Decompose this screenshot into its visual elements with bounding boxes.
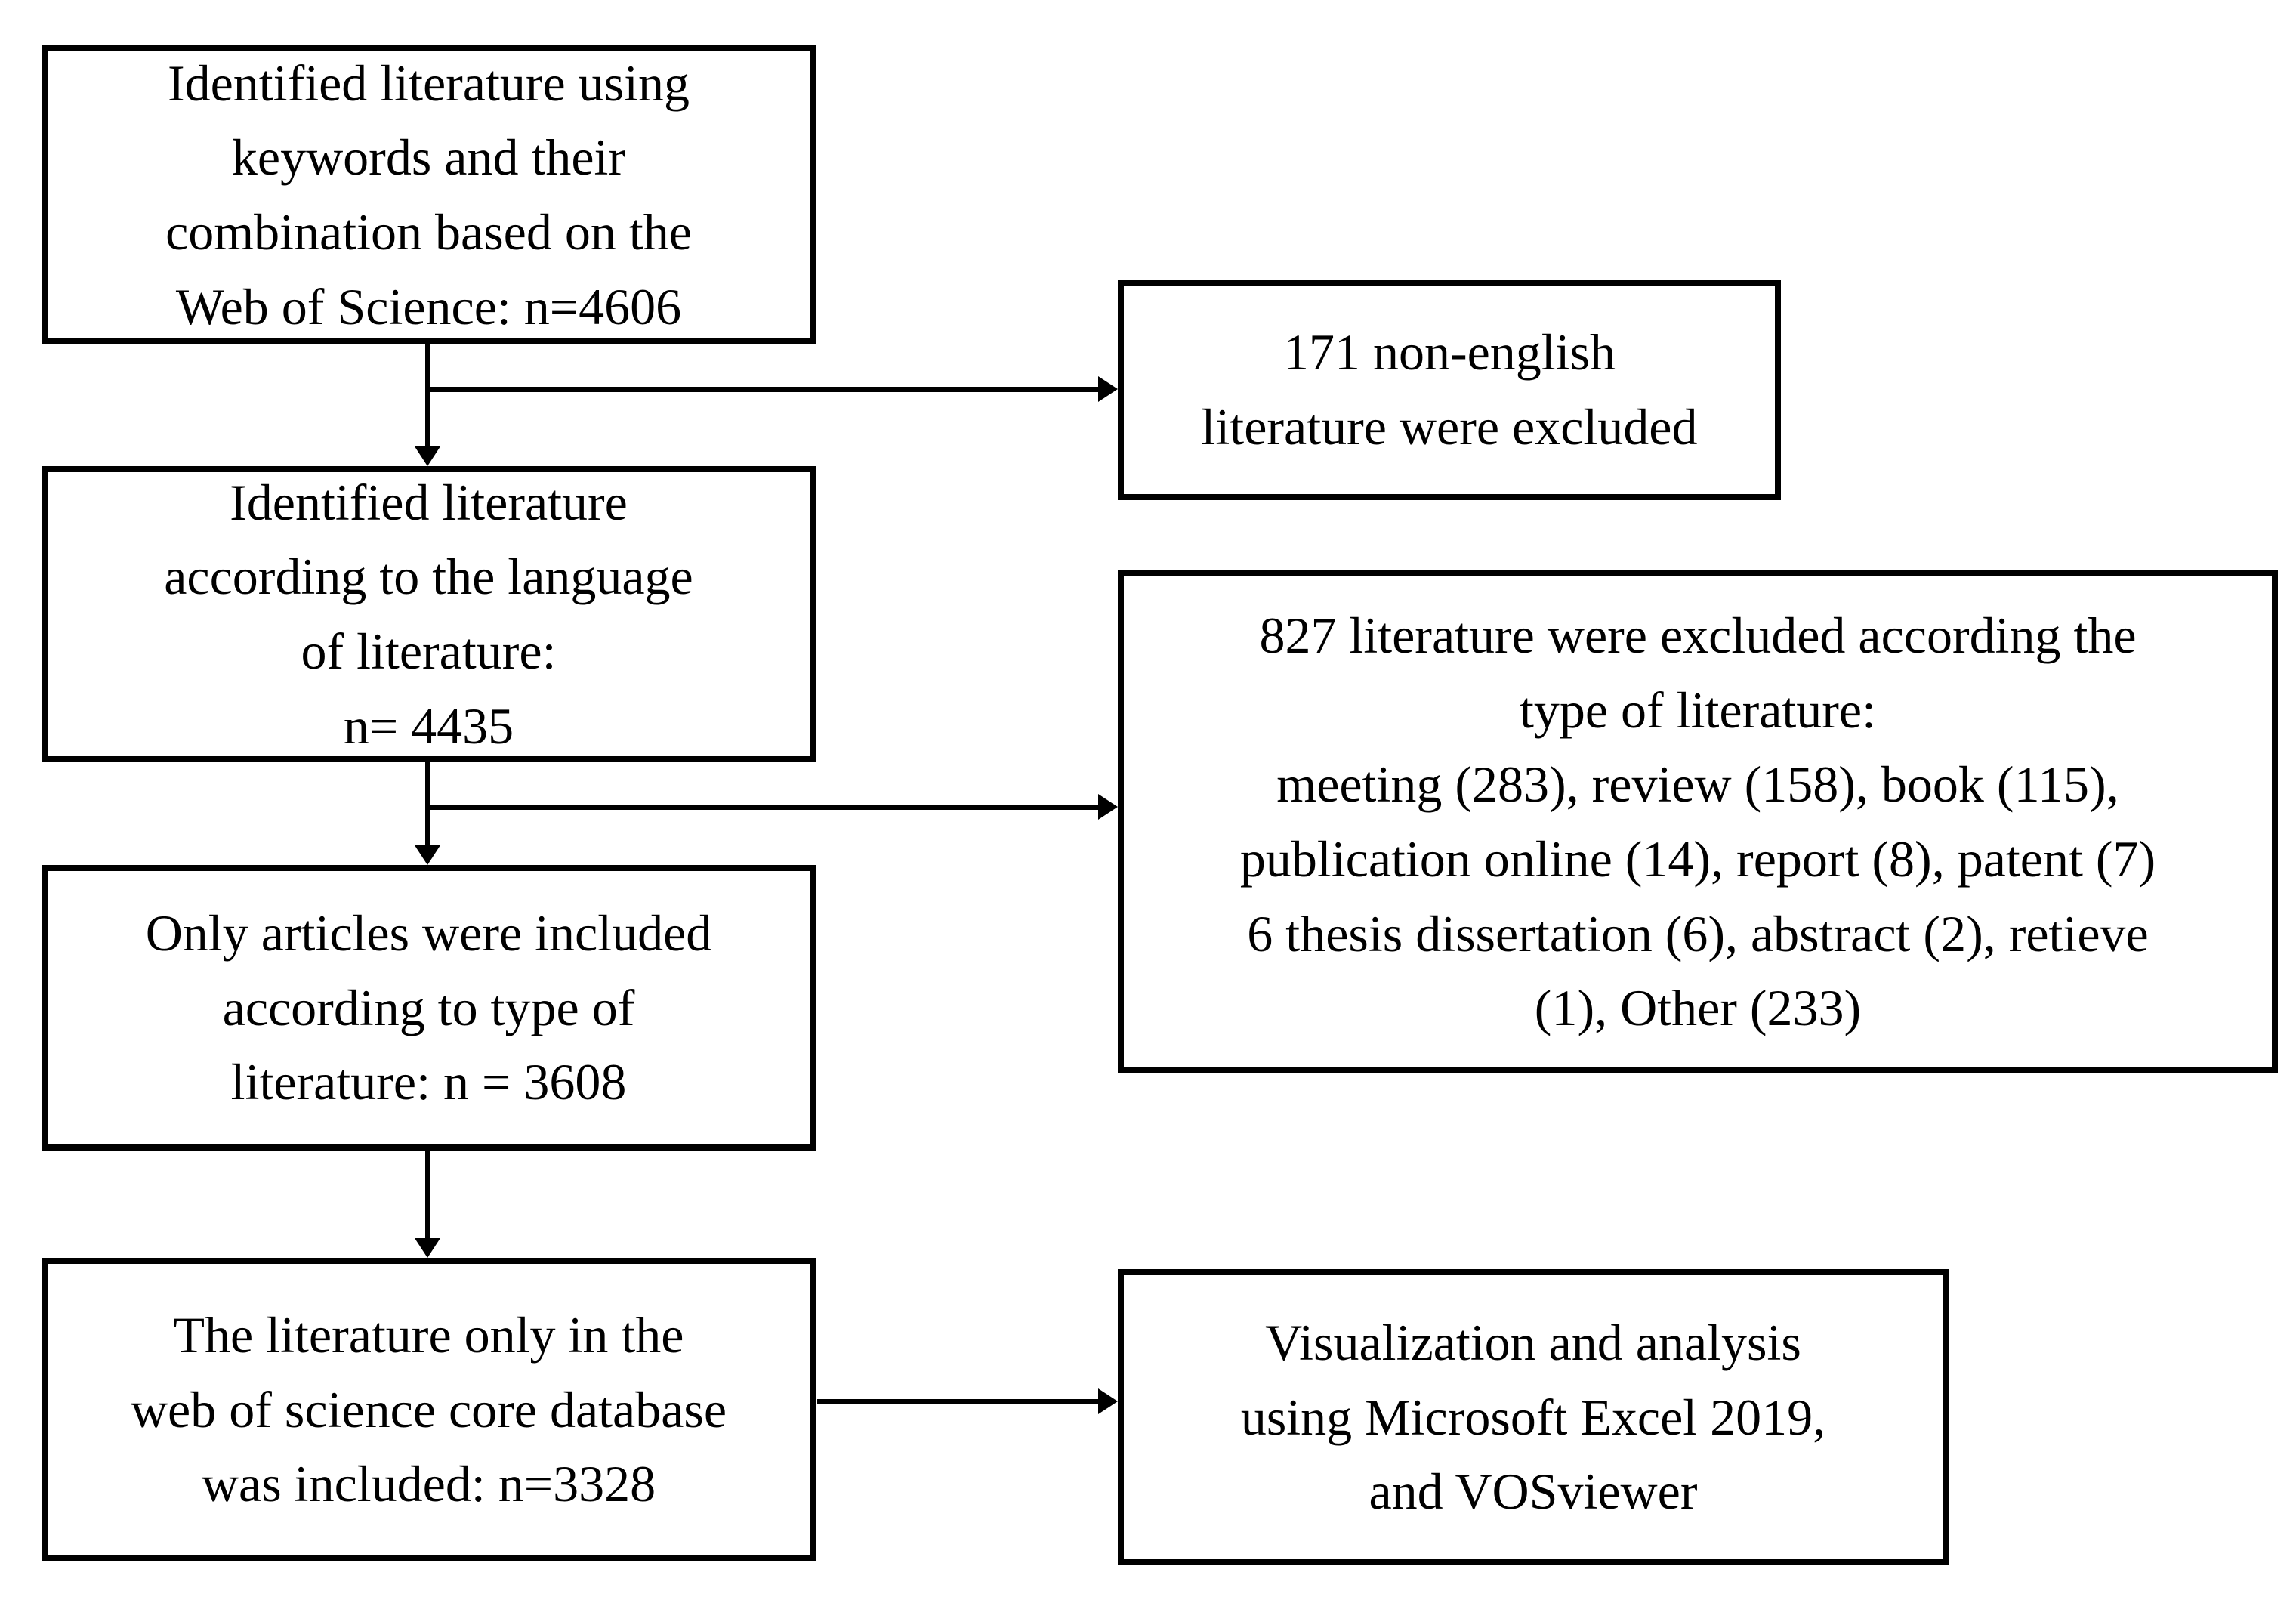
node-identified-language: Identified literature according to the l… [42,466,816,762]
node-only-articles-text: Only articles were included according to… [145,904,712,1111]
node-identified-keywords: Identified literature using keywords and… [42,45,816,344]
node-core-database-text: The literature only in the web of scienc… [130,1306,727,1513]
node-only-articles: Only articles were included according to… [42,865,816,1151]
arrow-right-icon [1098,376,1118,402]
node-identified-keywords-text: Identified literature using keywords and… [165,54,692,335]
node-excluded-by-type: 827 literature were excluded according t… [1118,570,2278,1073]
arrow-down-icon [415,845,440,865]
node-non-english-excluded-text: 171 non-english literature were excluded [1201,323,1698,456]
node-non-english-excluded: 171 non-english literature were excluded [1118,280,1781,500]
node-core-database: The literature only in the web of scienc… [42,1258,816,1561]
connector-line-keywords-to-non-english [425,387,1101,392]
arrow-down-icon [415,1238,440,1258]
connector-line-keywords-to-language [425,344,430,449]
connector-line-language-to-excluded-type [425,805,1101,810]
node-identified-language-text: Identified literature according to the l… [164,473,693,755]
arrow-right-icon [1098,794,1118,820]
node-visualization: Visualization and analysis using Microso… [1118,1269,1949,1565]
node-excluded-by-type-text: 827 literature were excluded according t… [1239,607,2156,1037]
arrow-right-icon [1098,1388,1118,1414]
connector-line-articles-to-core-database [425,1151,430,1241]
node-visualization-text: Visualization and analysis using Microso… [1240,1314,1826,1521]
connector-line-core-database-to-visualization [817,1399,1101,1404]
arrow-down-icon [415,446,440,466]
